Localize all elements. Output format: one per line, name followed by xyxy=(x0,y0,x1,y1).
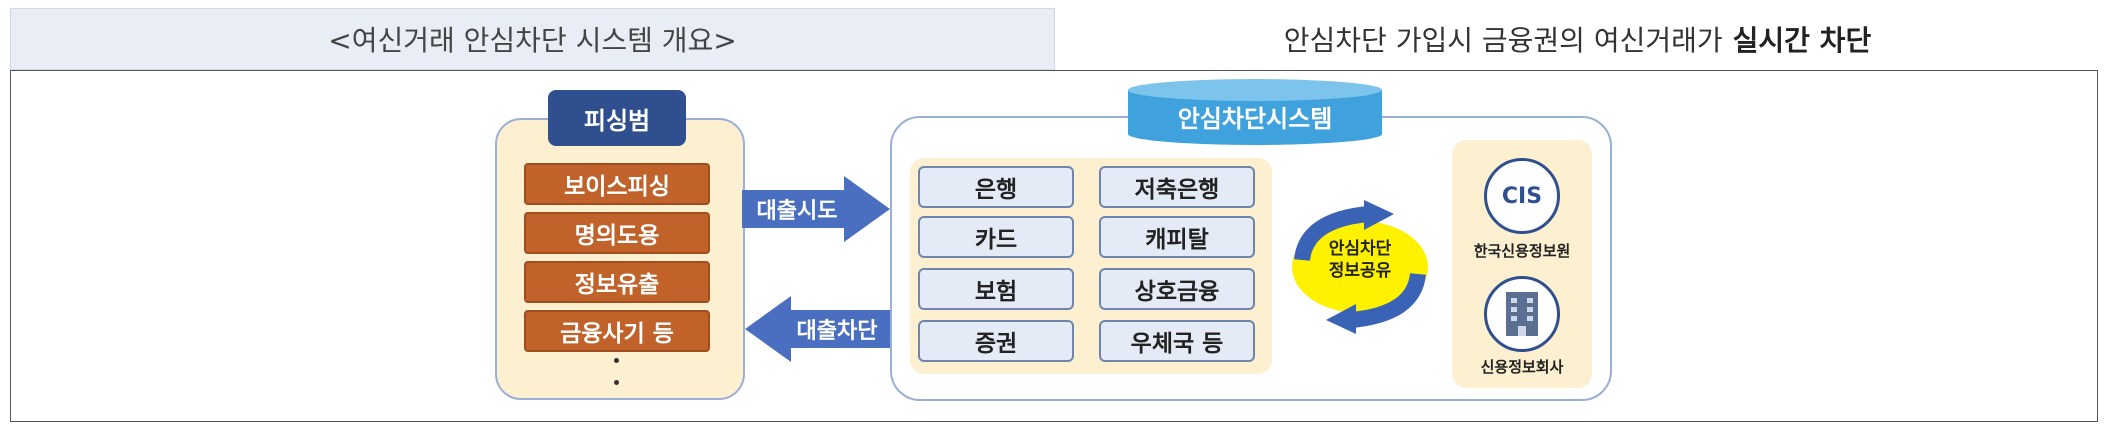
block-caption-text: 안심차단 가입시 금융권의 여신거래가 xyxy=(1283,24,1723,57)
agency-label-credit-bureau: 신용정보회사 xyxy=(1480,358,1564,376)
loan-block-arrow xyxy=(745,296,893,362)
institution-item: 캐피탈 xyxy=(1099,216,1255,258)
phishing-item: 명의도용 xyxy=(524,212,710,254)
phishing-title: 피싱범 xyxy=(548,90,686,146)
phishing-item: 금융사기 등 xyxy=(524,310,710,352)
building-glyph xyxy=(1506,292,1538,336)
institution-item: 은행 xyxy=(918,166,1074,208)
info-sharing-label: 안심차단 정보공유 xyxy=(1320,238,1400,298)
loan-attempt-label: 대출시도 xyxy=(756,199,838,224)
building-icon xyxy=(1484,276,1560,352)
institution-item: 증권 xyxy=(918,320,1074,362)
loan-block-label: 대출차단 xyxy=(796,319,878,344)
kcis-logo-icon: CIS xyxy=(1484,158,1560,234)
info-sharing-label-line1: 안심차단 xyxy=(1328,239,1392,259)
block-caption: 안심차단 가입시 금융권의 여신거래가 실시간 차단 xyxy=(1055,8,2100,70)
info-sharing-label-line2: 정보공유 xyxy=(1328,261,1392,281)
system-title: 안심차단시스템 xyxy=(1177,104,1333,133)
block-caption-emphasis: 실시간 차단 xyxy=(1732,24,1872,57)
ellipsis-dot xyxy=(614,358,619,363)
phishing-item: 보이스피싱 xyxy=(524,163,710,205)
institution-item: 카드 xyxy=(918,216,1074,258)
institution-item: 상호금융 xyxy=(1099,268,1255,310)
kcis-logo-text: CIS xyxy=(1501,183,1543,209)
overview-title-text: <여신거래 안심차단 시스템 개요> xyxy=(328,24,737,57)
institution-item: 저축은행 xyxy=(1099,166,1255,208)
agency-label-kcis: 한국신용정보원 xyxy=(1473,242,1571,260)
phishing-panel xyxy=(495,118,745,400)
institution-item: 우체국 등 xyxy=(1099,320,1255,362)
info-sharing-cycle-icon xyxy=(1292,200,1428,334)
system-cylinder xyxy=(1128,79,1382,145)
phishing-item: 정보유출 xyxy=(524,261,710,303)
ellipsis-dot xyxy=(614,380,619,385)
overview-title: <여신거래 안심차단 시스템 개요> xyxy=(10,8,1055,70)
institution-item: 보험 xyxy=(918,268,1074,310)
loan-attempt-arrow xyxy=(742,176,890,242)
